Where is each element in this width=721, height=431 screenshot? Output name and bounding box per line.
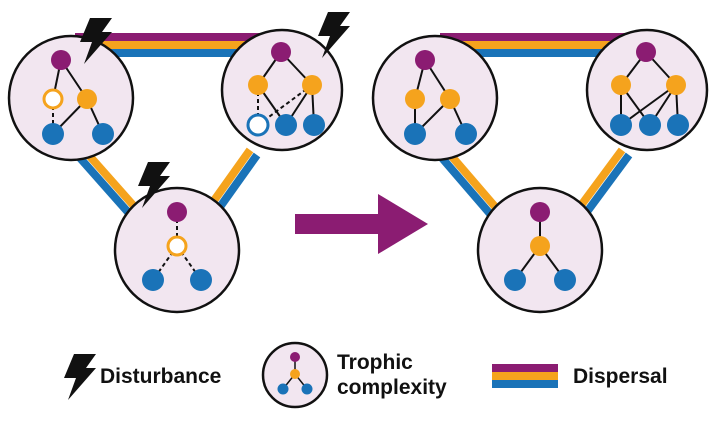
patch-right-bottom <box>476 186 604 314</box>
patch-left-bottom <box>113 186 241 314</box>
legend-trophic-icon <box>261 341 329 409</box>
legend-disturbance-label: Disturbance <box>100 365 222 388</box>
patch-left-topright <box>220 28 344 152</box>
legend-trophic-label-line1: Trophic <box>337 351 413 374</box>
legend-dispersal-icon <box>492 364 558 388</box>
legend-trophic-label-line2: complexity <box>337 376 447 399</box>
legend-dispersal-label: Dispersal <box>573 365 668 388</box>
patch-left-topleft <box>7 34 135 162</box>
transition-arrow <box>295 194 428 254</box>
legend-disturbance-icon <box>64 354 96 400</box>
patch-right-topright <box>585 28 709 152</box>
patch-right-topleft <box>371 34 499 162</box>
